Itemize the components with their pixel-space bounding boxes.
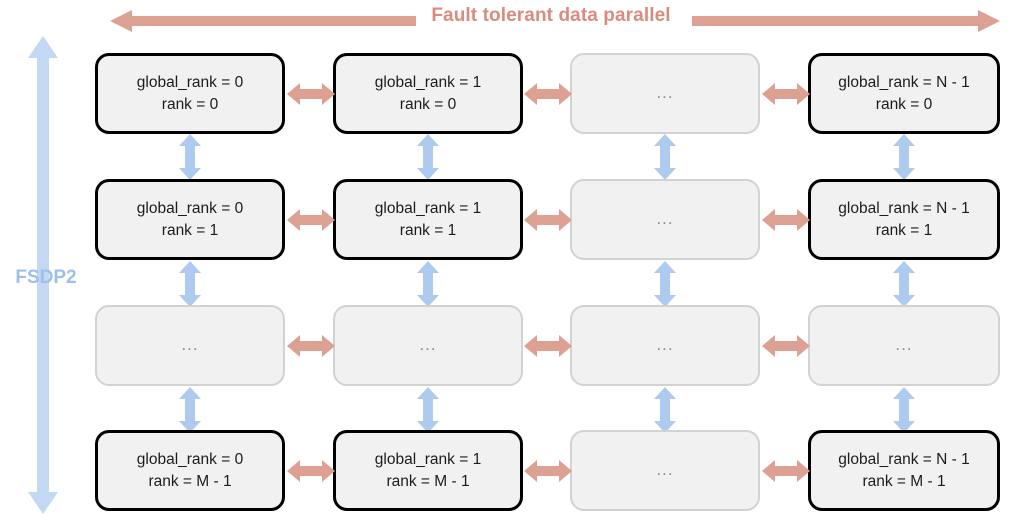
fsdp2-label: FSDP2 bbox=[15, 267, 77, 288]
hconn-r1-c2-c3 bbox=[762, 207, 810, 233]
vconn-r0-r1-c1 bbox=[415, 134, 441, 180]
vconn-r1-r2-c3 bbox=[891, 261, 917, 307]
vconn-r2-r3-c0 bbox=[177, 387, 203, 433]
node-ellipsis: ... bbox=[419, 335, 437, 355]
double-arrow-vertical-icon bbox=[179, 134, 201, 180]
node-line-1: global_rank = 1 bbox=[374, 199, 482, 217]
vconn-r1-r2-c0 bbox=[177, 261, 203, 307]
node-r2-c0[interactable]: ... bbox=[95, 305, 285, 386]
node-r2-c1[interactable]: ... bbox=[333, 305, 523, 386]
double-arrow-horizontal-icon bbox=[762, 209, 810, 231]
node-r1-c3[interactable]: global_rank = N - 1 rank = 1 bbox=[808, 179, 1000, 260]
hconn-r2-c0-c1 bbox=[287, 333, 335, 359]
double-arrow-horizontal-icon bbox=[762, 83, 810, 105]
double-arrow-vertical-icon bbox=[893, 387, 915, 433]
node-line-2: rank = 0 bbox=[875, 95, 933, 113]
node-r2-c3[interactable]: ... bbox=[808, 305, 1000, 386]
node-line-1: global_rank = 1 bbox=[374, 73, 482, 91]
node-line-1: global_rank = N - 1 bbox=[838, 199, 970, 217]
double-arrow-vertical-icon bbox=[28, 36, 58, 514]
arrow-left-icon bbox=[110, 10, 416, 32]
vconn-r2-r3-c2 bbox=[652, 387, 678, 433]
hconn-r3-c0-c1 bbox=[287, 458, 335, 484]
node-ellipsis: ... bbox=[656, 83, 674, 103]
node-line-2: rank = M - 1 bbox=[148, 472, 232, 490]
double-arrow-vertical-icon bbox=[893, 261, 915, 307]
vconn-r0-r1-c3 bbox=[891, 134, 917, 180]
node-line-1: global_rank = N - 1 bbox=[838, 73, 970, 91]
double-arrow-horizontal-icon bbox=[287, 83, 335, 105]
hconn-r2-c1-c2 bbox=[524, 333, 572, 359]
vconn-r1-r2-c1 bbox=[415, 261, 441, 307]
double-arrow-horizontal-icon bbox=[287, 460, 335, 482]
node-r3-c3[interactable]: global_rank = N - 1 rank = M - 1 bbox=[808, 430, 1000, 511]
hconn-r1-c0-c1 bbox=[287, 207, 335, 233]
node-line-1: global_rank = 0 bbox=[136, 450, 244, 468]
page-title: Fault tolerant data parallel bbox=[431, 5, 671, 26]
hconn-r0-c2-c3 bbox=[762, 81, 810, 107]
arrow-right-icon bbox=[692, 10, 1000, 32]
fault-tolerant-right-arrow bbox=[692, 10, 1000, 32]
double-arrow-horizontal-icon bbox=[762, 460, 810, 482]
node-ellipsis: ... bbox=[656, 209, 674, 229]
double-arrow-horizontal-icon bbox=[287, 209, 335, 231]
double-arrow-horizontal-icon bbox=[762, 335, 810, 357]
node-ellipsis: ... bbox=[895, 335, 913, 355]
vconn-r2-r3-c1 bbox=[415, 387, 441, 433]
double-arrow-horizontal-icon bbox=[524, 335, 572, 357]
vconn-r0-r1-c2 bbox=[652, 134, 678, 180]
double-arrow-vertical-icon bbox=[179, 387, 201, 433]
node-line-1: global_rank = 1 bbox=[374, 450, 482, 468]
double-arrow-horizontal-icon bbox=[524, 209, 572, 231]
hconn-r1-c1-c2 bbox=[524, 207, 572, 233]
node-r2-c2[interactable]: ... bbox=[570, 305, 760, 386]
node-r0-c3[interactable]: global_rank = N - 1 rank = 0 bbox=[808, 53, 1000, 134]
node-ellipsis: ... bbox=[181, 335, 199, 355]
node-r0-c2[interactable]: ... bbox=[570, 53, 760, 134]
node-r3-c2[interactable]: ... bbox=[570, 430, 760, 511]
node-r1-c2[interactable]: ... bbox=[570, 179, 760, 260]
double-arrow-horizontal-icon bbox=[287, 335, 335, 357]
vconn-r0-r1-c0 bbox=[177, 134, 203, 180]
node-r1-c0[interactable]: global_rank = 0 rank = 1 bbox=[95, 179, 285, 260]
vconn-r1-r2-c2 bbox=[652, 261, 678, 307]
double-arrow-vertical-icon bbox=[417, 134, 439, 180]
node-line-2: rank = M - 1 bbox=[386, 472, 470, 490]
double-arrow-horizontal-icon bbox=[524, 83, 572, 105]
double-arrow-vertical-icon bbox=[654, 261, 676, 307]
double-arrow-vertical-icon bbox=[417, 261, 439, 307]
double-arrow-horizontal-icon bbox=[524, 460, 572, 482]
double-arrow-vertical-icon bbox=[654, 387, 676, 433]
node-r0-c0[interactable]: global_rank = 0 rank = 0 bbox=[95, 53, 285, 134]
node-ellipsis: ... bbox=[656, 460, 674, 480]
node-line-1: global_rank = 0 bbox=[136, 199, 244, 217]
node-line-1: global_rank = 0 bbox=[136, 73, 244, 91]
node-line-2: rank = 0 bbox=[399, 95, 457, 113]
double-arrow-vertical-icon bbox=[417, 387, 439, 433]
hconn-r2-c2-c3 bbox=[762, 333, 810, 359]
hconn-r0-c0-c1 bbox=[287, 81, 335, 107]
node-ellipsis: ... bbox=[656, 335, 674, 355]
double-arrow-vertical-icon bbox=[893, 134, 915, 180]
node-line-2: rank = 0 bbox=[161, 95, 219, 113]
hconn-r3-c2-c3 bbox=[762, 458, 810, 484]
node-line-2: rank = 1 bbox=[399, 221, 457, 239]
node-line-2: rank = M - 1 bbox=[862, 472, 946, 490]
node-line-1: global_rank = N - 1 bbox=[838, 450, 970, 468]
double-arrow-vertical-icon bbox=[179, 261, 201, 307]
hconn-r0-c1-c2 bbox=[524, 81, 572, 107]
fsdp2-axis-arrow bbox=[27, 36, 59, 514]
node-line-2: rank = 1 bbox=[875, 221, 933, 239]
node-r1-c1[interactable]: global_rank = 1 rank = 1 bbox=[333, 179, 523, 260]
node-r0-c1[interactable]: global_rank = 1 rank = 0 bbox=[333, 53, 523, 134]
vconn-r2-r3-c3 bbox=[891, 387, 917, 433]
fault-tolerant-left-arrow bbox=[110, 10, 416, 32]
node-r3-c1[interactable]: global_rank = 1 rank = M - 1 bbox=[333, 430, 523, 511]
node-r3-c0[interactable]: global_rank = 0 rank = M - 1 bbox=[95, 430, 285, 511]
node-line-2: rank = 1 bbox=[161, 221, 219, 239]
hconn-r3-c1-c2 bbox=[524, 458, 572, 484]
double-arrow-vertical-icon bbox=[654, 134, 676, 180]
